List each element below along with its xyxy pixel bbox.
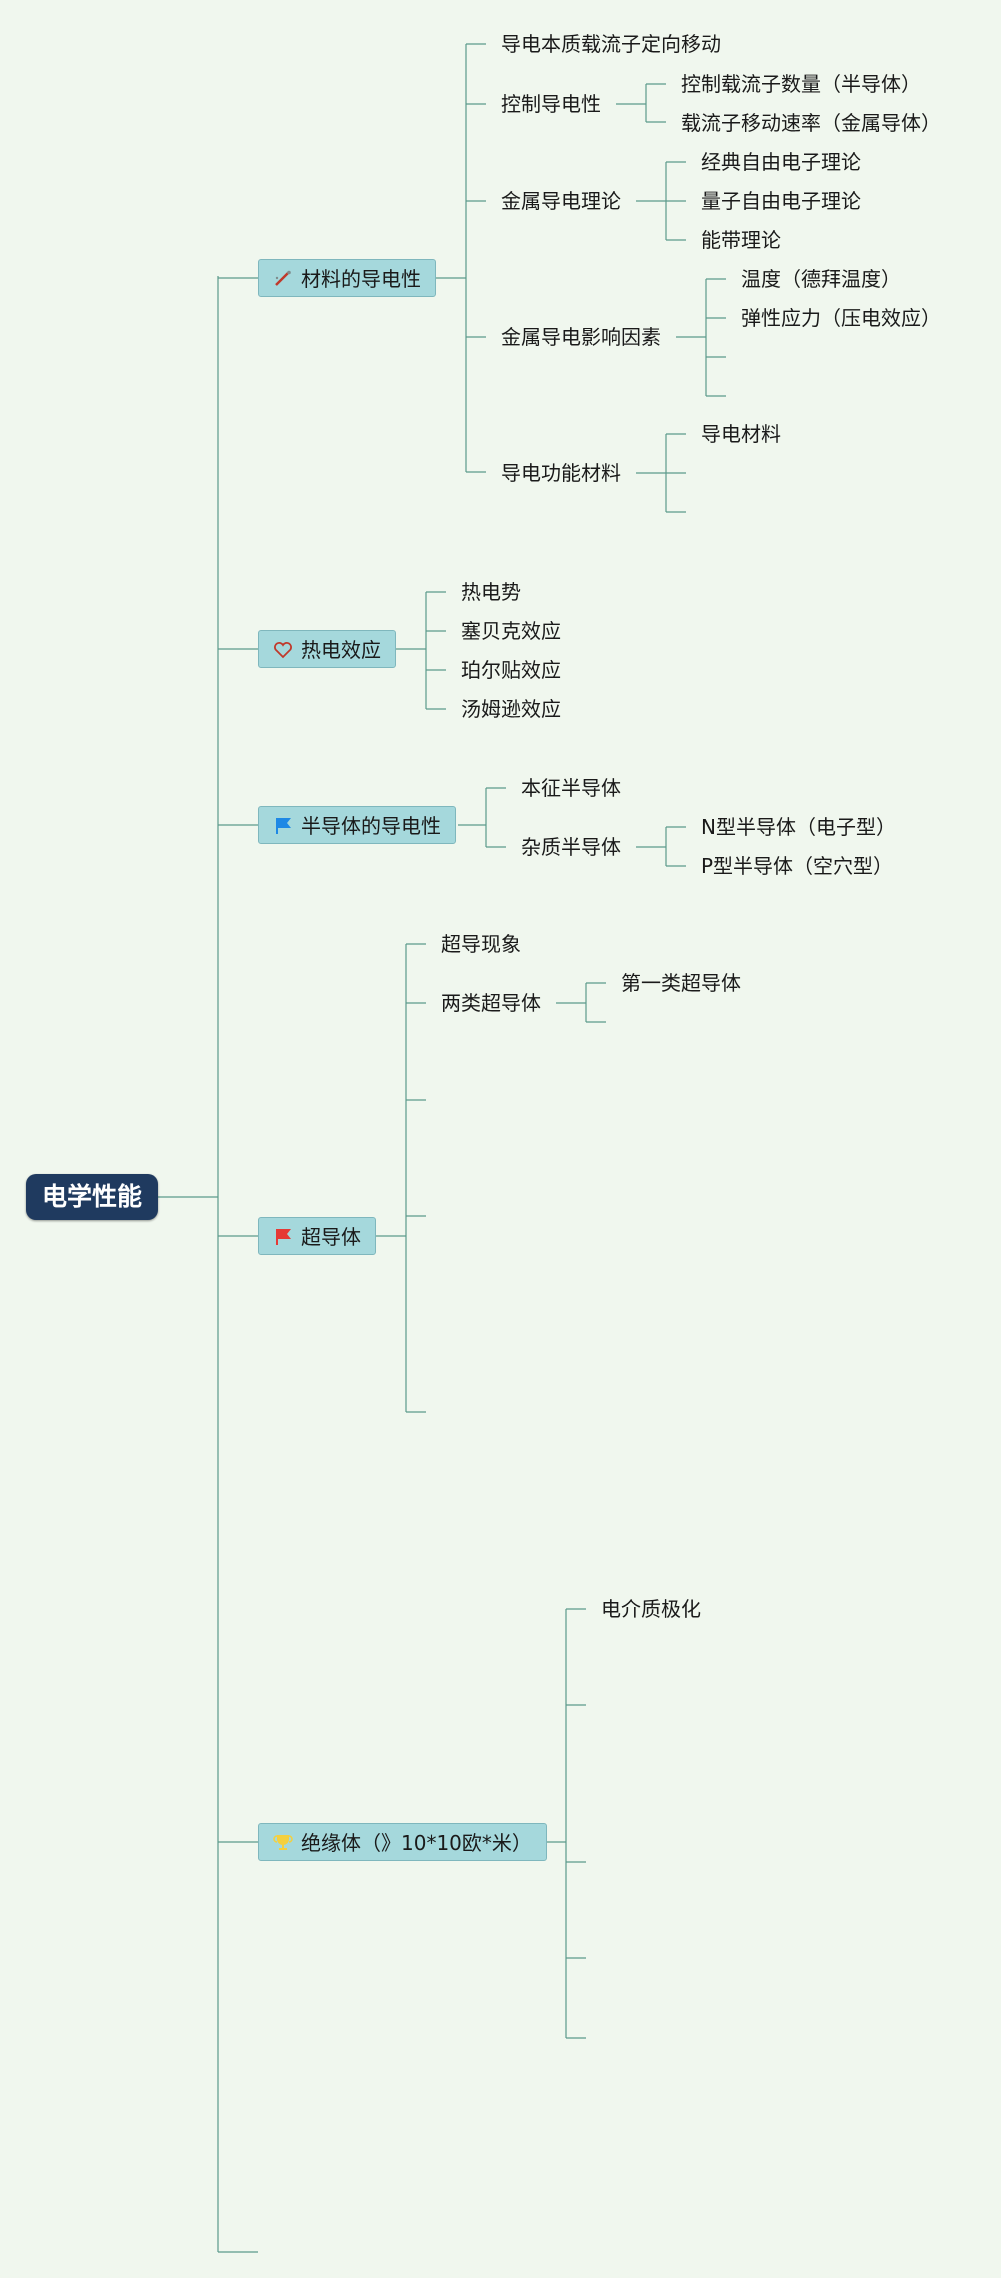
superconductivity-phenomenon[interactable]: 超导现象 [441,932,521,956]
peltier-effect[interactable]: 珀尔贴效应 [461,658,561,682]
branch-insulator[interactable]: 绝缘体（》10*10欧*米） [258,1823,547,1861]
metal-conduction-factors[interactable]: 金属导电影响因素 [501,325,661,349]
red-flag-icon [276,1229,291,1245]
pencil-icon [275,270,291,286]
carrier-mobility[interactable]: 载流子移动速率（金属导体） [681,111,941,135]
branch-superconductor[interactable]: 超导体 [258,1217,376,1255]
band-theory[interactable]: 能带理论 [701,228,781,252]
conductive-functional-materials[interactable]: 导电功能材料 [501,461,621,485]
elastic-stress-factor[interactable]: 弹性应力（压电效应） [741,306,941,330]
branch-label: 半导体的导电性 [301,814,441,838]
heart-icon [274,642,292,659]
branch-materials-conductivity[interactable]: 材料的导电性 [258,259,436,297]
blue-flag-icon [276,818,291,834]
seebeck-effect[interactable]: 塞贝克效应 [461,619,561,643]
trophy-icon [273,1835,293,1850]
thomson-effect[interactable]: 汤姆逊效应 [461,697,561,721]
root-node[interactable]: 电学性能 [26,1174,158,1220]
branch-semiconductor[interactable]: 半导体的导电性 [258,806,456,844]
branch-label: 绝缘体（》10*10欧*米） [301,1831,532,1855]
two-types-superconductor[interactable]: 两类超导体 [441,991,541,1015]
classical-free-electron[interactable]: 经典自由电子理论 [701,150,861,174]
intrinsic-semiconductor[interactable]: 本征半导体 [521,776,621,800]
control-conductivity[interactable]: 控制导电性 [501,92,601,116]
n-type-semiconductor[interactable]: N型半导体（电子型） [701,815,896,839]
dielectric-polarization[interactable]: 电介质极化 [601,1597,701,1621]
metal-conduction-theory[interactable]: 金属导电理论 [501,189,621,213]
carrier-count[interactable]: 控制载流子数量（半导体） [681,72,921,96]
extrinsic-semiconductor[interactable]: 杂质半导体 [521,835,621,859]
type-one-superconductor[interactable]: 第一类超导体 [621,971,741,995]
conduction-essence[interactable]: 导电本质载流子定向移动 [501,32,721,56]
branch-label: 材料的导电性 [301,267,421,291]
thermo-emf[interactable]: 热电势 [461,580,521,604]
branch-thermoelectric[interactable]: 热电效应 [258,630,396,668]
p-type-semiconductor[interactable]: P型半导体（空穴型） [701,854,894,878]
branch-label: 超导体 [301,1225,361,1249]
branch-label: 热电效应 [301,638,381,662]
conductive-materials[interactable]: 导电材料 [701,422,781,446]
quantum-free-electron[interactable]: 量子自由电子理论 [701,189,861,213]
temperature-factor[interactable]: 温度（德拜温度） [741,267,901,291]
